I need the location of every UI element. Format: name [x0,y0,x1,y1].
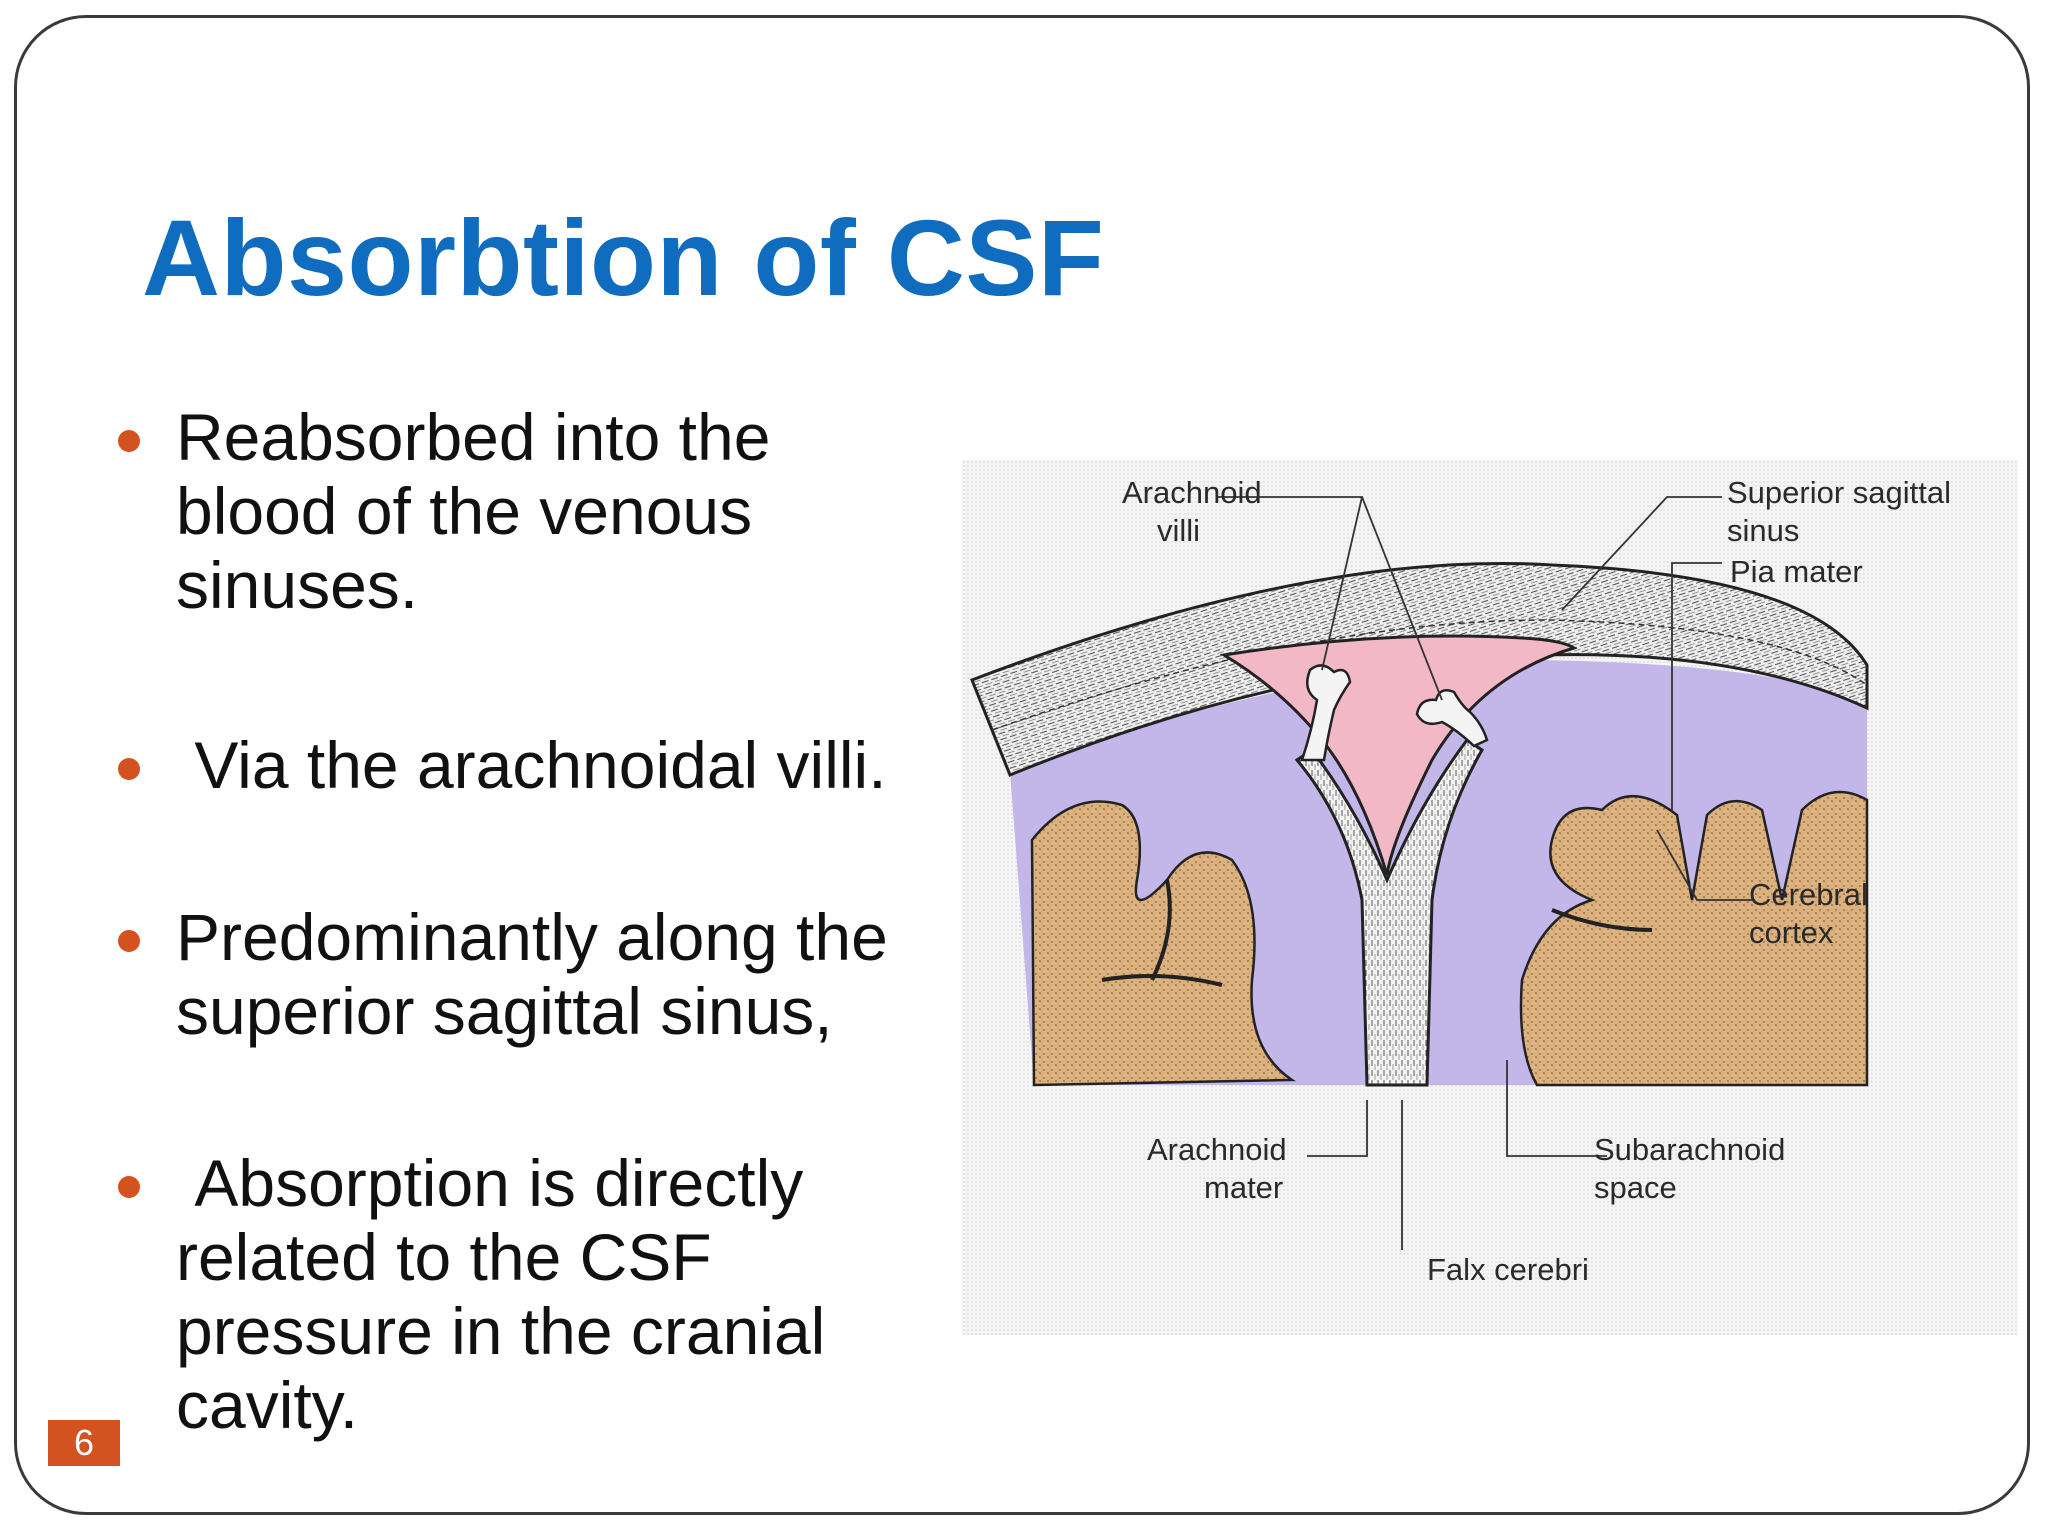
label-pia-mater: Pia mater [1730,554,1863,589]
bullet-dot-icon [118,930,140,952]
bullet-text: Absorption is directly related to the CS… [176,1146,844,1442]
csf-absorption-diagram: Arachnoid villi Superior sagittal sinus … [962,460,2017,1335]
leader-line [1361,496,1443,701]
right-cerebral-cortex [1519,790,1869,1087]
bullet-item: Predominantly along the superior sagitta… [110,900,940,1048]
arachnoid-villus-left [1300,664,1352,762]
left-cerebral-cortex [1030,800,1297,1087]
falx-cerebri [1294,737,1484,1087]
bullet-text: Predominantly along the superior sagitta… [176,900,888,1048]
bullet-list: Reabsorbed into the blood of the venous … [110,400,940,1442]
label-arachnoid-mater: Arachnoid mater [1147,1132,1295,1205]
right-sulcus [1551,908,1653,932]
label-cerebral-cortex: Cerebral cortex [1749,877,1877,950]
slide-title: Absorbtion of CSF [142,197,1105,318]
bullet-text: Via the arachnoidal villi. [176,728,887,802]
label-falx-cerebri: Falx cerebri [1427,1252,1589,1287]
slide-number: 6 [48,1420,120,1466]
left-sulcus [1150,879,1172,981]
bullet-item: Absorption is directly related to the CS… [110,1146,940,1442]
bullet-dot-icon [118,758,140,780]
left-sulcus [1101,974,1223,987]
bullet-dot-icon [118,1176,140,1198]
bullet-dot-icon [118,430,140,452]
leader-line [1656,829,1752,901]
leader-line [1506,1060,1607,1157]
bullet-item: Via the arachnoidal villi. [110,728,940,802]
leader-line [1307,1100,1368,1157]
leader-line [1671,562,1722,810]
leader-line [1561,496,1722,611]
label-arachnoid-villi: Arachnoid villi [1122,475,1270,548]
bullet-text: Reabsorbed into the blood of the venous … [176,400,771,622]
bullet-item: Reabsorbed into the blood of the venous … [110,400,940,622]
arachnoid-villus-right [1415,689,1489,748]
dura-inner-line [991,619,1868,731]
label-subarachnoid-space: Subarachnoid space [1594,1132,1794,1205]
label-superior-sagittal-sinus: Superior sagittal sinus [1727,475,1960,548]
